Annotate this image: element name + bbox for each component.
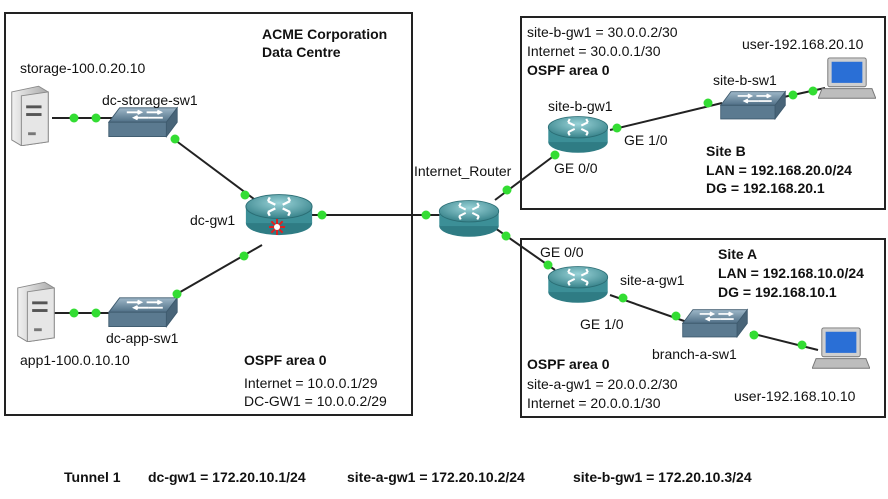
tunnel-label: Tunnel 1	[64, 469, 121, 485]
site-a-name: Site A	[718, 246, 758, 262]
port-site-b-gw-right	[612, 123, 622, 133]
branch-a-switch-icon[interactable]	[681, 308, 749, 338]
dc-storage-switch-icon[interactable]	[107, 106, 179, 138]
port-app	[69, 308, 79, 318]
port-storage	[69, 113, 79, 123]
tunnel-dc-ip: dc-gw1 = 172.20.10.1/24	[148, 469, 306, 485]
dc-gw-label: dc-gw1	[190, 212, 236, 228]
port-internet-left	[421, 210, 431, 220]
user-b-label: user-192.168.20.10	[742, 36, 864, 52]
site-b-gw-ip: site-b-gw1 = 30.0.0.2/30	[527, 24, 678, 40]
port-dc-gw-right	[317, 210, 327, 220]
internet-router-icon[interactable]	[438, 199, 500, 238]
site-b-switch-icon[interactable]	[719, 90, 787, 120]
storage-server-icon[interactable]	[11, 85, 49, 146]
site-b-ospf-label: OSPF area 0	[527, 62, 610, 78]
port-user-b	[808, 86, 818, 96]
port-dc-gw-top	[240, 190, 250, 200]
site-a-gw-ip: site-a-gw1 = 20.0.0.2/30	[527, 376, 678, 392]
dc-app-switch-icon[interactable]	[107, 296, 179, 328]
dc-title-line1: ACME Corporation	[262, 26, 388, 42]
port-branch-a-sw-left	[671, 311, 681, 321]
port-app-sw-right	[172, 289, 182, 299]
tunnel-site-a-ip: site-a-gw1 = 172.20.10.2/24	[347, 469, 525, 485]
port-app-sw-left	[91, 308, 101, 318]
user-b-laptop-icon[interactable]	[818, 57, 876, 99]
port-user-a	[797, 340, 807, 350]
port-site-a-gw-top	[543, 260, 553, 270]
port-site-a-gw-right	[618, 293, 628, 303]
storage-server-label: storage-100.0.20.10	[20, 60, 146, 76]
site-b-ge00-label: GE 0/0	[554, 160, 598, 176]
port-storage-sw-right	[170, 134, 180, 144]
site-a-internet-ip: Internet = 20.0.0.1/30	[527, 395, 661, 411]
site-a-gw-label: site-a-gw1	[620, 272, 685, 288]
site-b-gw-label: site-b-gw1	[548, 98, 613, 114]
site-a-lan: LAN = 192.168.10.0/24	[718, 265, 864, 281]
dc-gw-status-star-icon	[269, 219, 285, 235]
site-a-dg: DG = 192.168.10.1	[718, 284, 837, 300]
port-site-b-sw-right	[788, 90, 798, 100]
port-dc-gw-bottom	[239, 251, 249, 261]
dc-internet-ip: Internet = 10.0.0.1/29	[244, 375, 378, 391]
site-a-ge10-label: GE 1/0	[580, 316, 624, 332]
dc-app-switch-label: dc-app-sw1	[106, 330, 179, 346]
site-b-lan: LAN = 192.168.20.0/24	[706, 162, 852, 178]
port-dots-layer	[69, 86, 818, 350]
app-server-label: app1-100.0.10.10	[20, 352, 130, 368]
port-storage-sw-left	[91, 113, 101, 123]
user-a-label: user-192.168.10.10	[734, 388, 856, 404]
site-b-name: Site B	[706, 143, 746, 159]
port-internet-top	[502, 185, 512, 195]
user-a-laptop-icon[interactable]	[812, 327, 870, 369]
dc-ospf-label: OSPF area 0	[244, 352, 327, 368]
dc-title-line2: Data Centre	[262, 44, 341, 60]
site-a-ge00-label: GE 0/0	[540, 244, 584, 260]
devices-layer	[11, 57, 876, 369]
link-site-b-gw-to-switch	[609, 102, 723, 131]
port-branch-a-sw-right	[749, 330, 759, 340]
site-a-gw-router-icon[interactable]	[547, 265, 609, 304]
site-a-ospf-label: OSPF area 0	[527, 356, 610, 372]
internet-router-label: Internet_Router	[414, 163, 512, 179]
link-site-a-switch-to-user	[749, 332, 819, 351]
site-b-internet-ip: Internet = 30.0.0.1/30	[527, 43, 661, 59]
site-b-area-box	[520, 16, 886, 210]
site-a-area-box	[520, 238, 886, 418]
port-site-b-gw-left	[550, 150, 560, 160]
port-internet-bottom	[501, 231, 511, 241]
site-b-switch-label: site-b-sw1	[713, 72, 777, 88]
site-b-ge10-label: GE 1/0	[624, 132, 668, 148]
link-app-switch-to-gw	[174, 244, 263, 296]
app-server-icon[interactable]	[17, 281, 55, 342]
dc-storage-switch-label: dc-storage-sw1	[102, 92, 198, 108]
port-site-b-sw-left	[703, 98, 713, 108]
dc-gw-ip: DC-GW1 = 10.0.0.2/29	[244, 393, 387, 409]
site-b-dg: DG = 192.168.20.1	[706, 180, 825, 196]
tunnel-site-b-ip: site-b-gw1 = 172.20.10.3/24	[573, 469, 752, 485]
site-b-gw-router-icon[interactable]	[547, 115, 609, 154]
branch-a-switch-label: branch-a-sw1	[652, 346, 737, 362]
